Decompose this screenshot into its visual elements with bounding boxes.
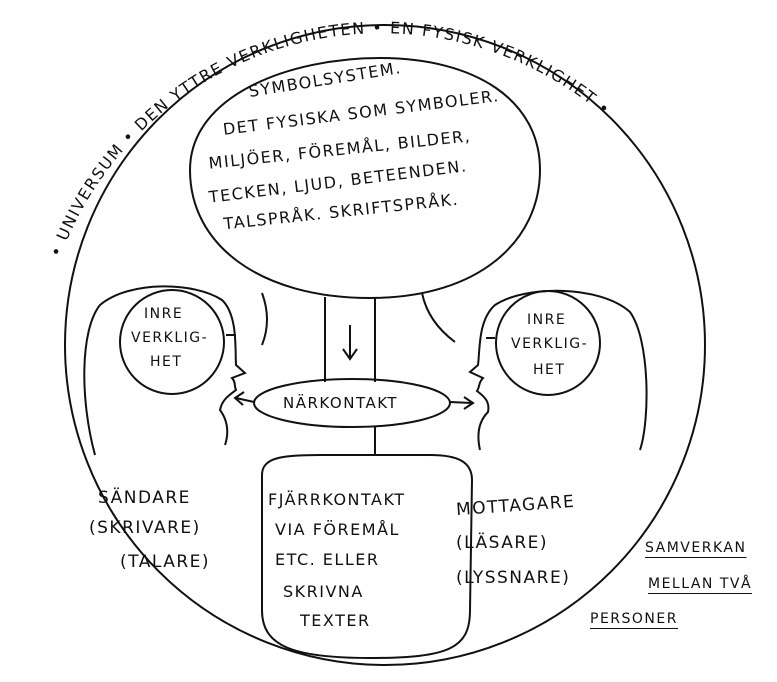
left-hair-stroke [261, 292, 268, 346]
far-contact-line: FJÄRRKONTAKT [268, 490, 406, 509]
left-inner-reality-line: INRE [144, 306, 184, 322]
far-contact-line: TEXTER [300, 611, 371, 630]
near-contact-arrow-right [449, 396, 475, 410]
left-head-profile [83, 285, 247, 456]
universe-circle [64, 24, 706, 666]
caption-line: SAMVERKAN [645, 540, 747, 556]
far-contact-box [261, 454, 474, 660]
right-hair-stroke [421, 292, 456, 343]
left-inner-reality-circle [119, 289, 225, 395]
sender-line: (SKRIVARE) [89, 518, 201, 538]
caption-line: MELLAN TVÅ [648, 576, 753, 592]
outer-ring-text: • UNIVERSUM • DEN YTTRE VERKLIGHETEN • E… [46, 18, 615, 259]
left-inner-reality-line: VERKLIG- [131, 330, 209, 346]
right-inner-reality-line: HET [533, 362, 566, 378]
right-head-profile [468, 289, 648, 451]
right-inner-reality-line: INRE [527, 312, 567, 328]
symbol-system-cloud [188, 56, 542, 300]
sender-line: SÄNDARE [98, 488, 191, 508]
caption-line: PERSONER [590, 611, 678, 627]
far-contact-line: SKRIVNA [283, 582, 364, 601]
far-contact-line: VIA FÖREMÅL [275, 520, 400, 539]
near-contact-label: NÄRKONTAKT [283, 394, 399, 412]
receiver-line: (LÄSARE) [456, 533, 549, 553]
left-inner-reality-line: HET [150, 354, 183, 370]
sender-line: (TALARE) [120, 552, 211, 572]
right-inner-reality-circle [495, 290, 601, 396]
far-contact-line: ETC. ELLER [275, 550, 380, 569]
near-contact-arrow-left [233, 391, 255, 406]
receiver-line: (LYSSNARE) [456, 568, 571, 588]
right-inner-reality-line: VERKLIG- [511, 336, 589, 352]
down-arrow [342, 325, 358, 361]
